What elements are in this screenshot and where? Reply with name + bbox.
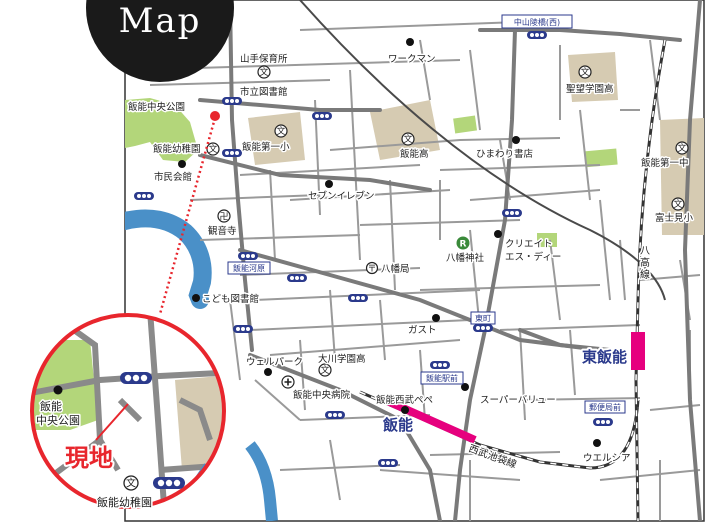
hanno-station-platform <box>383 396 477 444</box>
inset-site-label: 現地 <box>65 444 113 472</box>
label-create-2: エス・ディー <box>505 251 561 263</box>
school-icon: 文 <box>123 475 139 491</box>
road-far-east <box>682 0 702 521</box>
map-title-badge: Map <box>86 0 234 82</box>
site-leader-line <box>158 117 217 315</box>
bus-stop-hanno-station-mae: 飯能駅前 <box>426 373 458 383</box>
hachiko-char-1: 八 <box>640 246 650 257</box>
bus-stop-hanno-kawara: 飯能河原 <box>233 263 265 273</box>
road-south-diagonal <box>238 248 602 352</box>
hachiko-line-dash <box>635 39 666 521</box>
svg-text:文: 文 <box>320 364 329 376</box>
post-office-icon: 〒 <box>365 261 379 275</box>
label-himawari-books: ひまわり書店 <box>476 148 533 160</box>
road-nakayama <box>478 28 682 42</box>
label-kannonji: 観音寺 <box>208 225 237 237</box>
bus-stop-labels: 中山陵橋(西) 飯能河原 東町 飯能駅前 郵便局前 <box>227 14 626 414</box>
label-work-man: ワークマン <box>388 54 436 65</box>
site-marker <box>210 111 220 121</box>
inset-park-label-1: 飯能 <box>40 399 62 413</box>
svg-text:文: 文 <box>673 198 682 210</box>
label-yamate-nursery: 山手保育所 <box>240 53 288 65</box>
label-hachiman-post: 八幡局 <box>381 263 410 275</box>
road-north-curve <box>299 0 666 301</box>
road-east-south <box>518 328 612 352</box>
label-hachiko-line: 八 高 線 <box>640 246 653 281</box>
temple-icon: 卍 <box>217 209 231 223</box>
bus-stop-icon <box>153 477 185 489</box>
park-patch-2 <box>584 148 618 168</box>
bus-stop-icon <box>134 31 613 467</box>
svg-text:文: 文 <box>259 66 268 78</box>
station-hanno: 飯能 <box>382 416 413 434</box>
svg-text:卍: 卍 <box>219 212 228 223</box>
shrine-icon: R <box>456 236 470 250</box>
inset-park-label-2: 中央公園 <box>36 414 80 427</box>
label-hanno-first-jhs: 飯能第一中 <box>641 157 689 169</box>
inset-map: 文 飯能 中央公園 現地 飯能幼稚園 <box>30 313 226 511</box>
svg-text:文: 文 <box>580 66 589 78</box>
school-icon: 文 文 文 文 文 文 文 文 <box>206 65 689 377</box>
green-areas <box>125 98 618 247</box>
inset-site-pointer <box>95 403 129 441</box>
bus-stop-icon <box>120 372 152 384</box>
label-hanno-central-hospital: 飯能中央病院 <box>293 389 351 401</box>
railways <box>359 39 667 521</box>
river <box>125 209 212 309</box>
label-kids-library: こども図書館 <box>202 293 259 305</box>
river-south <box>245 441 278 521</box>
hachiko-char-3: 線 <box>640 268 650 281</box>
bus-stop-nakayama: 中山陵橋(西) <box>514 17 560 27</box>
seibo-ground <box>568 52 618 102</box>
svg-text:R: R <box>460 240 467 250</box>
label-hanno-first-elem: 飯能第一小 <box>242 141 290 153</box>
inset-ring <box>30 313 226 509</box>
park-patch-3 <box>537 233 557 247</box>
label-hanno-kindergarten: 飯能幼稚園 <box>153 143 201 155</box>
label-create-1: クリエイト <box>505 239 553 250</box>
svg-text:文: 文 <box>677 142 686 154</box>
label-wel-park: ウェルパーク <box>246 357 303 368</box>
label-super-value: スーパーバリュー <box>480 395 556 406</box>
svg-text:文: 文 <box>276 125 285 137</box>
higashi-hanno-platform <box>631 332 645 370</box>
label-hanno-central-park: 飯能中央公園 <box>128 101 185 113</box>
label-city-library: 市立図書館 <box>240 86 288 98</box>
inset-park-dot <box>53 385 63 395</box>
hospital-icon <box>281 375 295 389</box>
station-higashi-hanno: 東飯能 <box>582 348 627 366</box>
park-patch-1 <box>453 115 478 134</box>
road-southwest <box>248 353 442 521</box>
bus-stop-higashimachi: 東町 <box>475 313 491 323</box>
hanno-central-park-area <box>125 98 198 162</box>
school-grounds <box>248 52 704 235</box>
label-hachiman-shrine: 八幡神社 <box>446 252 485 264</box>
label-okawa-gakuen: 大川学園高 <box>318 353 366 365</box>
label-fujimi-elem: 富士見小 <box>655 212 694 224</box>
landmark-labels: 山手保育所 市立図書館 飯能中央公園 飯能幼稚園 飯能第一小 市民会館 観音寺 … <box>127 52 696 466</box>
first-jhs-ground <box>660 118 704 235</box>
svg-text:文: 文 <box>403 133 412 145</box>
road-central-diagonal <box>198 153 432 192</box>
label-welcia: ウエルシア <box>583 453 631 464</box>
label-hanno-high: 飯能高 <box>400 148 429 160</box>
main-roads <box>198 0 702 521</box>
label-gusto: ガスト <box>408 325 437 336</box>
svg-text:文: 文 <box>208 143 217 155</box>
map-title: Map <box>119 1 202 41</box>
bus-stop-post-office-mae: 郵便局前 <box>589 402 621 412</box>
poi-dots <box>178 38 601 447</box>
label-hanno-seibu-pepe: 飯能西武ペペ <box>376 394 433 406</box>
svg-text:文: 文 <box>126 477 136 490</box>
hachiko-char-2: 高 <box>640 256 650 269</box>
inset-kindergarten-label: 飯能幼稚園 <box>97 495 152 509</box>
svg-text:〒: 〒 <box>367 265 376 275</box>
label-civic-hall: 市民会館 <box>154 171 192 183</box>
first-elem-ground <box>248 112 305 165</box>
label-seibo-high: 聖望学園高 <box>566 83 614 95</box>
label-seven-eleven: セブンイレブン <box>308 190 375 202</box>
road-west-north-south <box>228 0 254 352</box>
